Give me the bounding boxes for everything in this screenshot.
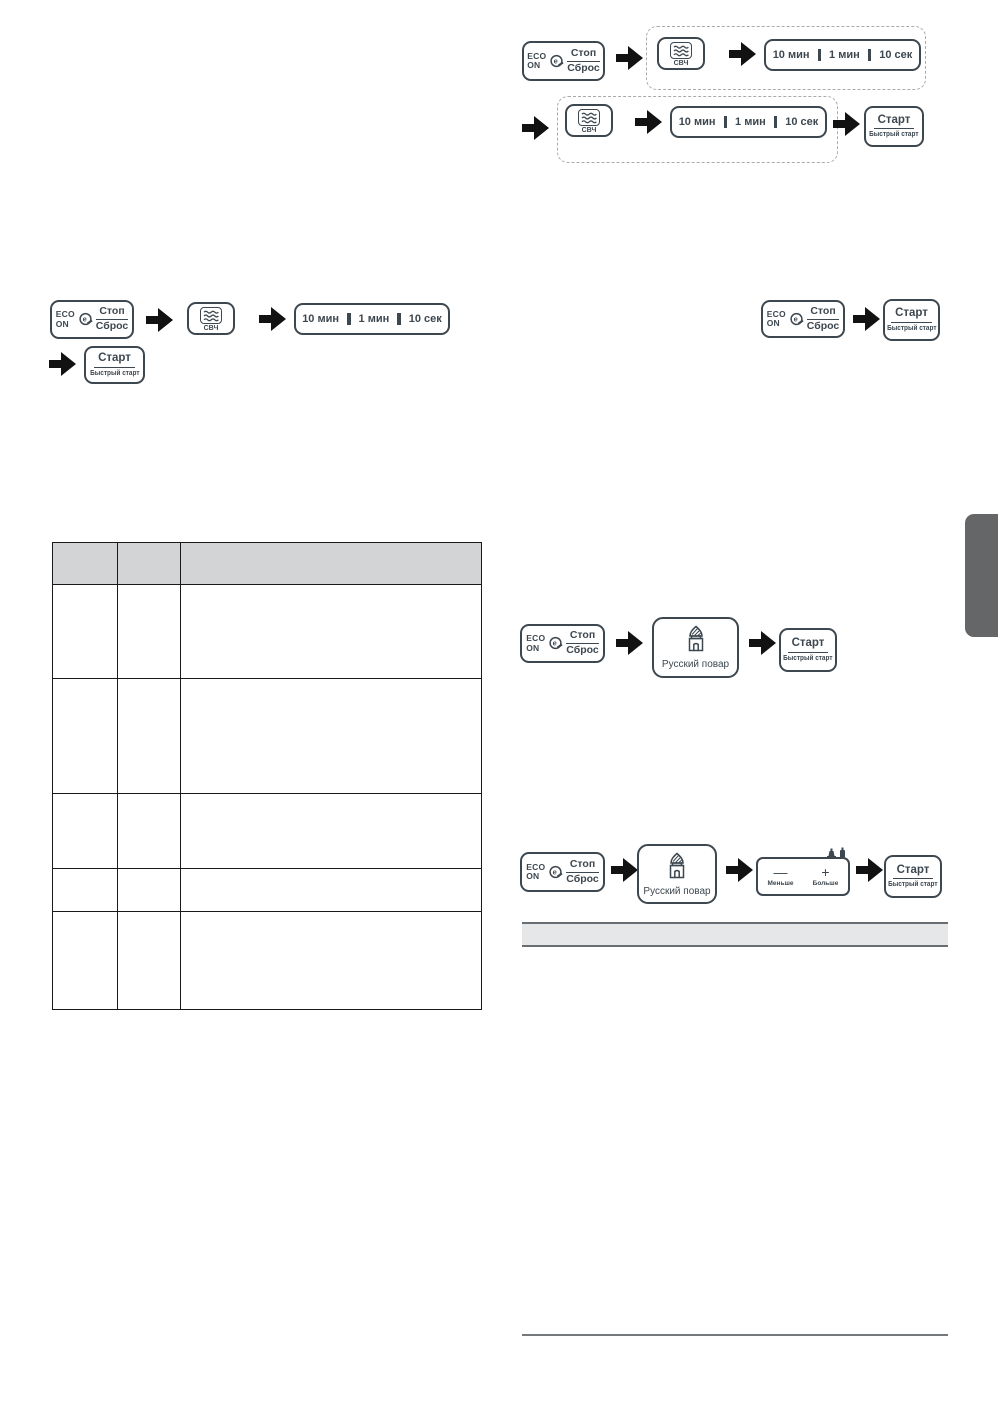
- microwave-button: СВЧ: [565, 104, 613, 137]
- stop-reset-label: Стоп Сброс: [566, 857, 599, 885]
- stop-reset-label: Стоп Сброс: [566, 629, 599, 656]
- russian-chef-button: Русский повар: [652, 617, 739, 678]
- table-row: [52, 793, 482, 869]
- start-button: Старт Быстрый старт: [884, 855, 942, 898]
- arrow-icon: [749, 631, 776, 655]
- table-row: [52, 678, 482, 794]
- table-header-cell: [117, 542, 181, 585]
- section-header-bar: [522, 922, 948, 947]
- arrow-icon: [49, 352, 76, 376]
- stop-reset-label: Стоп Сброс: [567, 46, 600, 74]
- arrow-icon: [856, 858, 883, 882]
- arrow-icon: [259, 307, 286, 331]
- svg-text:e: e: [82, 315, 86, 324]
- microwave-waves-icon: [670, 42, 692, 59]
- page-edge-tab: [965, 514, 998, 637]
- table-header-cell: [180, 542, 482, 585]
- repeat-group-box: [646, 26, 926, 90]
- portion-minus: — Меньше: [767, 864, 794, 888]
- svg-text:e: e: [793, 314, 797, 323]
- russian-chef-button: Русский повар: [637, 844, 717, 904]
- microwave-waves-icon: [200, 307, 222, 324]
- arrow-icon: [616, 46, 643, 70]
- table-header-cell: [52, 542, 118, 585]
- arrow-icon: [726, 858, 753, 882]
- portion-plus: + Больше: [812, 864, 839, 888]
- microwave-button: СВЧ: [187, 302, 235, 335]
- arrow-icon: [522, 116, 549, 140]
- stop-reset-label: Стоп Сброс: [806, 304, 840, 332]
- svg-text:e: e: [553, 639, 557, 648]
- arrow-icon: [146, 308, 173, 332]
- russian-chef-icon: [664, 852, 690, 884]
- arrow-icon: [635, 110, 662, 134]
- start-button: Старт Быстрый старт: [779, 628, 837, 672]
- arrow-icon: [853, 307, 880, 331]
- eco-power-icon: e: [789, 312, 804, 327]
- start-button: Старт Быстрый старт: [883, 299, 940, 341]
- arrow-icon: [616, 631, 643, 655]
- repeat-group-box: [557, 96, 838, 163]
- eco-power-icon: e: [549, 54, 564, 69]
- portion-adjust-button: — Меньше + Больше: [756, 857, 850, 896]
- microwave-button: СВЧ: [657, 37, 705, 70]
- microwave-waves-icon: [578, 109, 600, 126]
- eco-power-icon: e: [78, 312, 93, 327]
- russian-chef-icon: [683, 625, 709, 657]
- table-row: [52, 868, 482, 912]
- arrow-icon: [833, 112, 860, 136]
- eco-power-icon: e: [548, 865, 563, 880]
- svg-text:e: e: [554, 56, 558, 65]
- arrow-icon: [729, 42, 756, 66]
- table-row: [52, 911, 482, 1010]
- stop-reset-label: Стоп Сброс: [95, 305, 129, 332]
- arrow-icon: [611, 858, 638, 882]
- eco-power-icon: e: [548, 636, 563, 651]
- portion-weight-icons: [826, 845, 848, 863]
- svg-text:e: e: [553, 867, 557, 876]
- table-row: [52, 584, 482, 679]
- spec-table: [52, 542, 482, 1010]
- footer-divider: [522, 1334, 948, 1336]
- start-button: Старт Быстрый старт: [84, 346, 145, 384]
- table-header-row: [52, 542, 482, 585]
- start-button: Старт Быстрый старт: [864, 106, 924, 147]
